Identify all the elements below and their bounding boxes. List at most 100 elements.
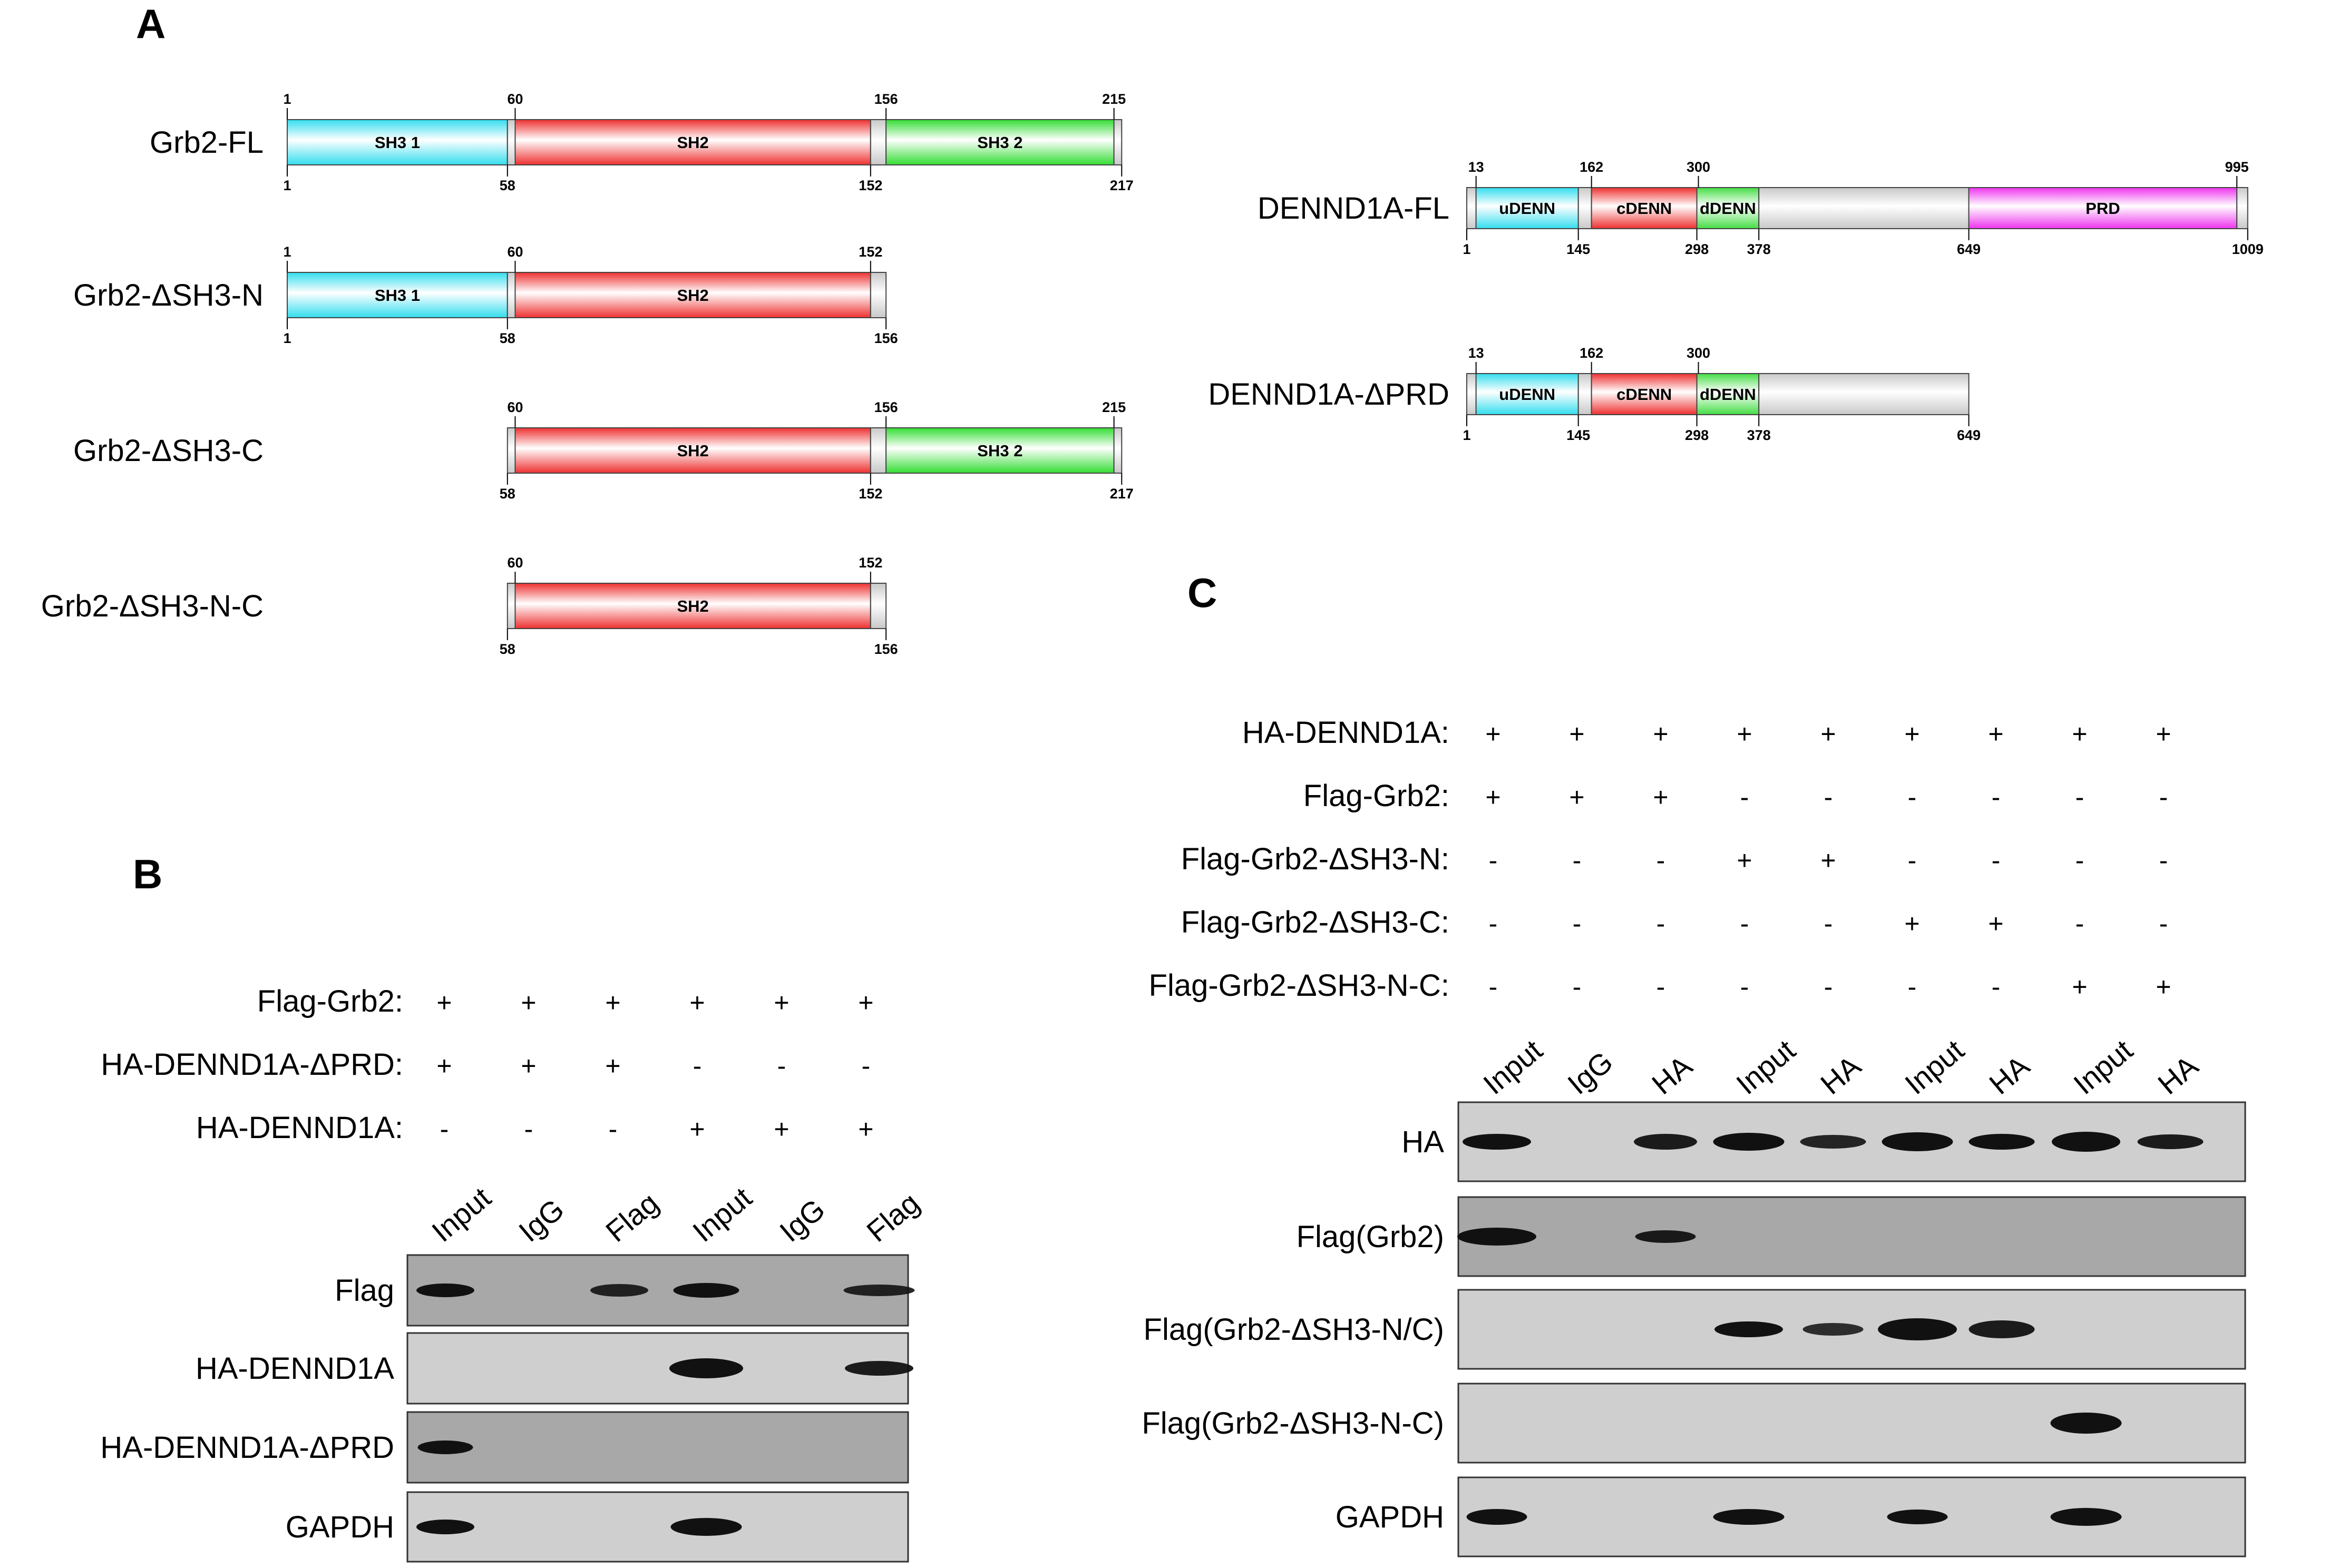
condition-sign: + [774, 1114, 789, 1144]
blot-row: HA [1401, 1101, 2246, 1182]
protein-band [2050, 1413, 2122, 1434]
condition-sign: - [1489, 972, 1498, 1002]
panel-label-a: A [136, 1, 165, 47]
blot-row: GAPDH [286, 1491, 909, 1563]
tick-label-bottom: 1009 [2232, 241, 2264, 257]
condition-sign: - [2159, 909, 2168, 938]
condition-sign: + [605, 988, 620, 1017]
construct-name: Grb2-FL [150, 125, 264, 160]
condition-sign: + [436, 1051, 452, 1081]
tick-label-bottom: 1 [1463, 241, 1470, 257]
protein-band [1969, 1320, 2035, 1338]
protein-band [417, 1440, 473, 1454]
linker-segment [506, 583, 516, 629]
tick-label-top: 162 [1580, 345, 1603, 361]
tick-label-top: 156 [874, 91, 898, 107]
condition-sign: + [1904, 719, 1919, 749]
domain-label: SH2 [677, 133, 708, 152]
linker-segment [1758, 373, 1970, 415]
tick-label-top: 1 [283, 91, 291, 107]
tick-label-bottom: 145 [1566, 427, 1590, 443]
condition-sign: + [774, 988, 789, 1017]
condition-sign: - [1908, 782, 1917, 812]
tick-label-bottom: 152 [859, 486, 882, 502]
linker-segment [1113, 119, 1123, 165]
tick-label-top: 156 [874, 399, 898, 415]
lane-label: Flag [860, 1186, 925, 1248]
condition-sign: + [605, 1051, 620, 1081]
lane-label: Input [686, 1181, 758, 1249]
condition-sign: + [1988, 719, 2003, 749]
linker-segment [1577, 187, 1592, 229]
condition-sign: - [2075, 782, 2084, 812]
blot-row-label: HA-DENND1A [196, 1351, 394, 1386]
panel-b-conditions: Flag-Grb2:++++++HA-DENND1A-ΔPRD:+++---HA… [101, 984, 873, 1145]
protein-band [1802, 1323, 1864, 1336]
blot-row: GAPDH [1336, 1476, 2246, 1557]
tick-label-bottom: 58 [500, 486, 515, 502]
blot-row: HA-DENND1A [196, 1332, 913, 1405]
tick-label-bottom: 156 [874, 330, 898, 346]
domain-label: uDENN [1499, 385, 1555, 404]
condition-row: Flag-Grb2:++++++ [257, 984, 874, 1018]
blot-row: Flag(Grb2) [1297, 1196, 2246, 1277]
condition-sign: - [1992, 846, 2001, 875]
linker-segment [1466, 187, 1477, 229]
blot-row: Flag [335, 1254, 915, 1327]
protein-band [843, 1285, 915, 1296]
protein-band [1714, 1321, 1783, 1337]
condition-sign: - [2159, 782, 2168, 812]
condition-sign: - [1908, 972, 1917, 1002]
blot-strip [1457, 1383, 2246, 1464]
condition-sign: - [1740, 972, 1749, 1002]
protein-band [1882, 1132, 1953, 1151]
tick-label-bottom: 298 [1685, 241, 1709, 257]
protein-band [1635, 1230, 1696, 1243]
protein-band [1800, 1135, 1866, 1149]
condition-sign: - [862, 1051, 871, 1081]
blot-row-label: Flag(Grb2-ΔSH3-N/C) [1144, 1312, 1444, 1347]
domain-label: cDENN [1616, 199, 1672, 218]
domain-SH2 [514, 119, 871, 165]
protein-band [416, 1283, 474, 1297]
condition-sign: + [1485, 719, 1500, 749]
linker-segment [1758, 187, 1970, 229]
tick-label-bottom: 1 [283, 178, 291, 193]
lane-label: HA [1814, 1049, 1867, 1101]
tick-label-bottom: 1 [1463, 427, 1470, 443]
blot-row-label: HA-DENND1A-ΔPRD [100, 1430, 394, 1465]
condition-sign: + [858, 988, 873, 1017]
linker-segment [506, 427, 516, 474]
construct-name: Grb2-ΔSH3-N-C [41, 589, 264, 623]
blot-strip [406, 1411, 909, 1484]
condition-sign: - [777, 1051, 786, 1081]
condition-sign: - [440, 1114, 449, 1144]
condition-sign: + [2072, 972, 2087, 1002]
condition-label: Flag-Grb2-ΔSH3-N-C: [1149, 968, 1449, 1003]
condition-sign: + [1569, 782, 1584, 812]
tick-label-bottom: 58 [500, 641, 515, 657]
protein-band [673, 1283, 739, 1298]
protein-band [1466, 1509, 1527, 1525]
condition-sign: - [1992, 972, 2001, 1002]
condition-sign: - [1824, 782, 1833, 812]
lane-label: Input [1898, 1033, 1970, 1101]
panel-label-b: B [133, 851, 162, 897]
condition-sign: - [1489, 846, 1498, 875]
linker-segment [506, 119, 516, 165]
tick-label-top: 152 [859, 244, 882, 260]
condition-label: HA-DENND1A: [196, 1111, 403, 1145]
linker-segment [870, 583, 887, 629]
condition-label: Flag-Grb2-ΔSH3-C: [1181, 905, 1449, 939]
lane-label: IgG [512, 1192, 570, 1248]
protein-band [2050, 1508, 2122, 1526]
domain-cDENN [1591, 187, 1698, 229]
tick-label-top: 300 [1687, 345, 1710, 361]
protein-band [1969, 1134, 2035, 1150]
domain-uDENN [1475, 187, 1579, 229]
